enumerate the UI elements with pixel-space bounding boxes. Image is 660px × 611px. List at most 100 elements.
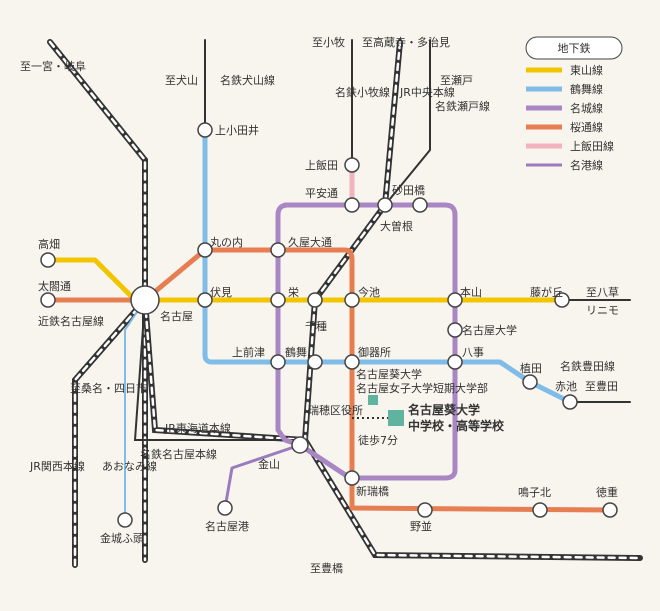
- line-label-meitetsu-komaki: 名鉄小牧線: [335, 85, 390, 99]
- station-sakae: [270, 292, 286, 308]
- dest-ichinomiya: 至一宮・岐阜: [20, 59, 86, 73]
- label-college: 名古屋女子大学短期大学部: [356, 381, 488, 395]
- dest-seto: 至瀬戸: [440, 73, 473, 87]
- label-narumi: 鳴子北: [518, 485, 551, 499]
- label-ozone: 大曽根: [380, 219, 413, 233]
- station-marunouchi: [197, 242, 213, 258]
- label-takabata: 高畑: [38, 237, 60, 251]
- label-fujigaoka: 藤が丘: [530, 285, 563, 299]
- station-imaike: [344, 292, 360, 308]
- station-nagoyako: [217, 500, 233, 516]
- university-marker: [368, 395, 378, 405]
- school-marker: [352, 395, 404, 426]
- label-shinmizuhobashi: 新瑞橋: [356, 484, 389, 498]
- label-heiando: 平安通: [305, 186, 338, 200]
- label-kinjofuto: 金城ふ頭: [100, 531, 144, 545]
- station-motoyama: [447, 292, 463, 308]
- line-label-meitetsu-nagoya: 名鉄名古屋本線: [140, 447, 217, 461]
- station-kanayama: [291, 436, 309, 454]
- station-shinmizuhobashi: [344, 470, 360, 486]
- dest-komaki: 至小牧: [312, 35, 345, 49]
- label-kamimaezu: 上前津: [232, 345, 265, 359]
- label-nagoyako: 名古屋港: [205, 519, 249, 533]
- label-tsurumai: 鶴舞: [285, 345, 307, 359]
- line-label-meitetsu-seto: 名鉄瀬戸線: [435, 99, 490, 113]
- station-narumi: [532, 502, 548, 518]
- station-tokushige: [602, 502, 618, 518]
- station-chikusa: [307, 292, 323, 308]
- label-tokushige: 徳重: [596, 485, 618, 499]
- label-chikusa: 千種: [305, 319, 327, 333]
- station-tsurumai: [307, 354, 323, 370]
- legend-label: 東山線: [570, 63, 603, 77]
- line-label-linimo: リニモ: [586, 304, 619, 317]
- dest-yagusa: 至八草: [586, 286, 619, 299]
- label-fushimi: 伏見: [210, 285, 232, 299]
- label-motoyama: 本山: [460, 285, 482, 299]
- legend-title: 地下鉄: [558, 41, 591, 55]
- label-ueda: 植田: [520, 361, 542, 375]
- station-kamimaezu: [270, 354, 286, 370]
- line-meiko: [223, 443, 302, 510]
- label-meieki: 名古屋: [160, 309, 193, 323]
- dest-kuwana: 至桑名・四日市: [70, 381, 147, 395]
- legend-label: 名城線: [570, 101, 603, 115]
- line-meijo: [275, 202, 458, 481]
- label-kamiiida: 上飯田: [305, 158, 338, 172]
- label-yagoto: 八事: [462, 346, 484, 359]
- station-taikoudori: [40, 292, 56, 308]
- labels: 高畑 太閤通 名古屋 伏見 丸の内 上小田井 久屋大通 栄 今池 本山 藤が丘 …: [20, 35, 619, 575]
- school-square: [388, 410, 404, 426]
- stations: [40, 122, 618, 528]
- label-university: 名古屋葵大学: [356, 367, 422, 381]
- station-ueda: [522, 374, 538, 390]
- line-label-jr-tokaido: JR東海道本線: [164, 421, 231, 435]
- label-taikoudori: 太閤通: [38, 280, 71, 293]
- label-marunouchi: 丸の内: [210, 235, 243, 249]
- legend-label: 鶴舞線: [570, 82, 603, 96]
- station-yagoto: [447, 354, 463, 370]
- line-label-meitetsu-toyota: 名鉄豊田線: [560, 359, 615, 373]
- station-kamiotai: [197, 122, 213, 138]
- station-nokami: [417, 502, 433, 518]
- station-akaike: [562, 394, 578, 410]
- station-hisayaodori: [270, 242, 286, 258]
- station-ozone: [377, 197, 393, 213]
- dest-takakura: 至高蔵寺・多治見: [362, 35, 450, 49]
- legend-label: 桜通線: [570, 120, 603, 134]
- station-heiando: [344, 197, 360, 213]
- station-fujigaoka: [554, 292, 570, 308]
- label-imaike: 今池: [358, 285, 380, 299]
- line-label-aonami: あおなみ線: [102, 459, 157, 473]
- label-kamiotai: 上小田井: [215, 123, 259, 137]
- station-fushimi: [197, 292, 213, 308]
- station-takabata: [40, 252, 56, 268]
- label-akaike: 赤池: [555, 380, 577, 393]
- label-hisayaodori: 久屋大通: [288, 235, 332, 249]
- line-label-jr-chuo: JR中央本線: [399, 85, 455, 99]
- station-meieki: [130, 285, 160, 315]
- dest-toyohashi: 至豊橋: [310, 561, 343, 575]
- label-mizuhokuyakusho: 瑞穂区役所: [308, 403, 363, 417]
- label-walk: 徒歩7分: [358, 433, 398, 447]
- dest-toyota: 至豊田: [585, 380, 618, 393]
- label-nokami: 野並: [410, 519, 432, 533]
- label-kanayama: 金山: [258, 457, 280, 471]
- label-sunadabashi: 砂田橋: [392, 183, 425, 197]
- school-name-2: 中学校・高等学校: [408, 418, 505, 433]
- station-kamiiida: [344, 157, 360, 173]
- legend-label: 名港線: [570, 158, 603, 172]
- dest-inuyama: 至犬山: [165, 73, 198, 87]
- label-nagoyadaigaku: 名古屋大学: [462, 323, 517, 337]
- line-label-jr-kansai: JR関西本線: [29, 459, 85, 473]
- line-tsurumai: [202, 127, 573, 405]
- legend-label: 上飯田線: [570, 139, 614, 153]
- station-gokiso: [344, 354, 360, 370]
- line-label-meitetsu-inuyama: 名鉄犬山線: [220, 73, 275, 87]
- station-kinjofuto: [117, 512, 133, 528]
- station-nagoyadaigaku: [447, 322, 463, 338]
- school-name-1: 名古屋葵大学: [408, 402, 480, 417]
